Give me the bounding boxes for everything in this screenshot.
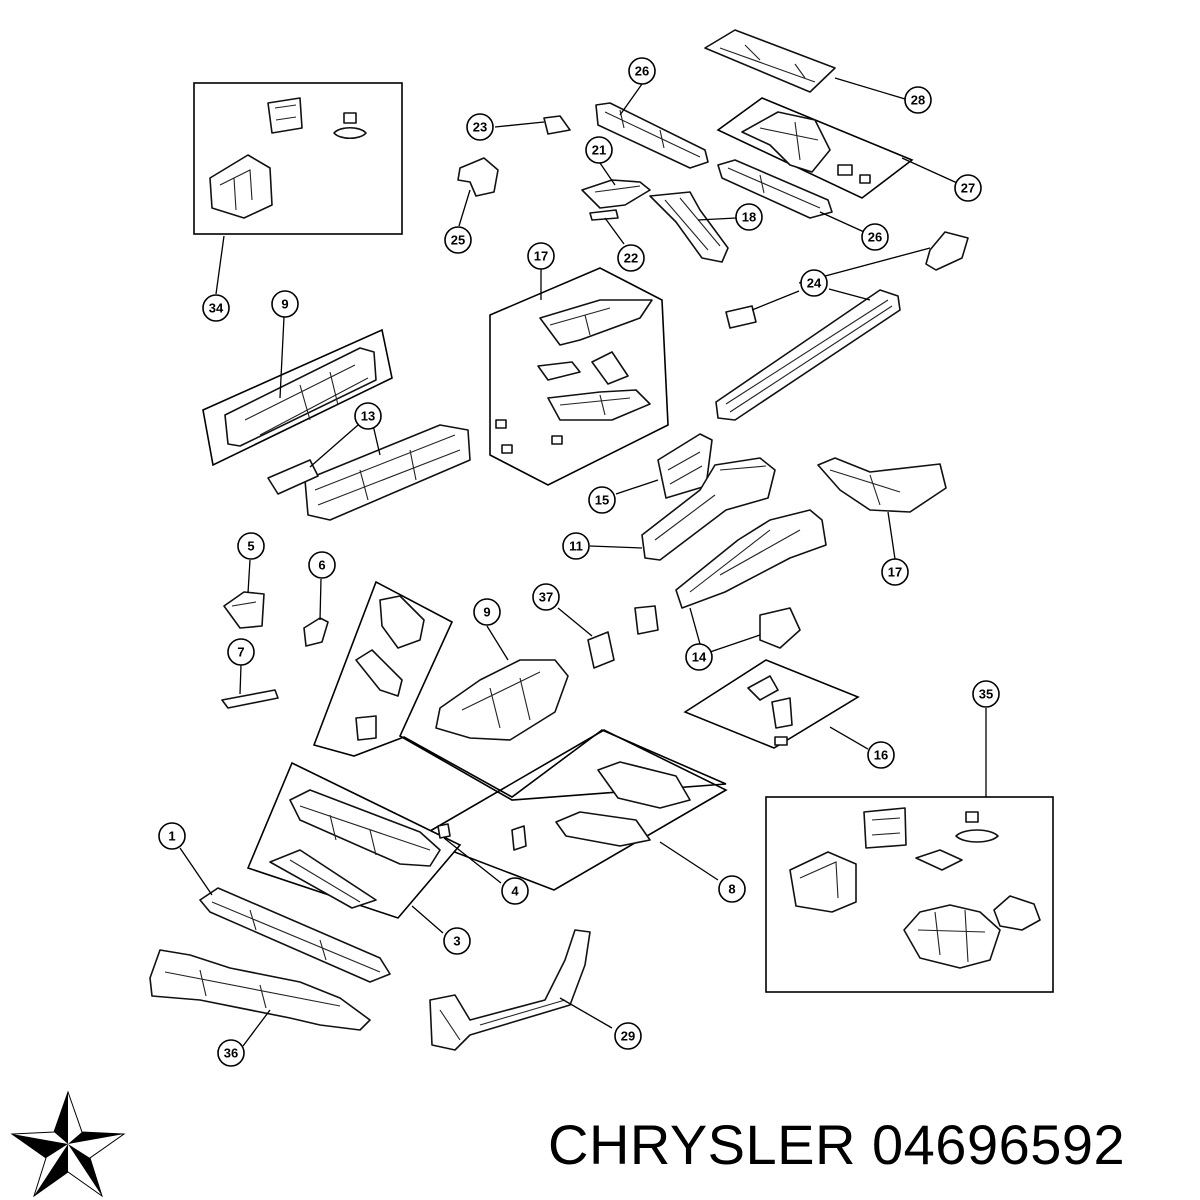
callout-5: 5	[237, 532, 265, 560]
inset-box-16	[683, 659, 860, 749]
svg-text:14: 14	[692, 650, 707, 665]
svg-text:28: 28	[911, 93, 925, 108]
parts-bottom-left	[149, 887, 391, 1031]
svg-text:25: 25	[451, 233, 465, 248]
svg-text:16: 16	[874, 748, 888, 763]
inset-frame-9	[312, 580, 727, 801]
part-24-rail	[715, 231, 969, 421]
part-13	[267, 424, 471, 521]
callout-27: 27	[954, 174, 982, 202]
inset-box-35	[765, 796, 1054, 993]
part-29	[429, 929, 591, 1051]
callout-6: 6	[308, 551, 336, 579]
svg-text:26: 26	[868, 230, 882, 245]
callout-21: 18	[735, 203, 763, 231]
callout-1: 1	[158, 822, 186, 850]
callout-17: 17	[881, 558, 909, 586]
inset-box-18	[489, 267, 669, 486]
svg-text:21: 21	[592, 143, 606, 158]
callout-25: 25	[444, 226, 472, 254]
inset-box-34	[193, 82, 403, 235]
part-11-upper	[202, 328, 393, 467]
callout-16: 16	[867, 741, 895, 769]
svg-text:9: 9	[483, 605, 490, 620]
svg-text:15: 15	[595, 493, 609, 508]
svg-text:9: 9	[281, 297, 288, 312]
callout-11-upper: 9	[271, 290, 299, 318]
svg-text:23: 23	[473, 120, 487, 135]
callout-15: 15	[588, 486, 616, 514]
parts-top-right	[704, 29, 914, 219]
callout-36: 36	[217, 1039, 245, 1067]
callout-13: 13	[354, 402, 382, 430]
callout-24-right: 24	[800, 269, 828, 297]
svg-text:26: 26	[635, 64, 649, 79]
callout-11-lower: 11	[562, 532, 590, 560]
parts-left-small	[221, 591, 329, 709]
svg-text:17: 17	[888, 565, 902, 580]
parts-top-center	[457, 102, 729, 263]
svg-text:17: 17	[534, 249, 548, 264]
svg-text:3: 3	[453, 934, 460, 949]
svg-text:6: 6	[318, 558, 325, 573]
svg-text:34: 34	[209, 301, 224, 316]
brand-part-number: CHRYSLER 04696592	[548, 1113, 1126, 1176]
callout-37: 37	[532, 583, 560, 611]
pentastar-logo-icon	[10, 1090, 126, 1198]
svg-text:8: 8	[728, 882, 735, 897]
callout-3: 3	[443, 927, 471, 955]
svg-text:22: 22	[624, 251, 638, 266]
svg-text:27: 27	[961, 181, 975, 196]
svg-text:13: 13	[361, 409, 375, 424]
callout-23: 22	[617, 244, 645, 272]
parts-right-middle	[634, 433, 947, 649]
callout-35: 35	[972, 680, 1000, 708]
svg-text:36: 36	[224, 1046, 238, 1061]
inset-box-8	[416, 729, 728, 891]
svg-text:5: 5	[247, 539, 254, 554]
callout-4: 4	[501, 877, 529, 905]
callout-8: 8	[718, 875, 746, 903]
callout-28: 28	[904, 86, 932, 114]
leader-lines	[179, 77, 987, 1047]
svg-text:18: 18	[742, 210, 756, 225]
callout-18: 17	[527, 242, 555, 270]
svg-text:4: 4	[511, 884, 519, 899]
callout-7: 7	[227, 638, 255, 666]
callout-22: 21	[585, 136, 613, 164]
svg-text:35: 35	[979, 687, 993, 702]
svg-text:11: 11	[569, 539, 583, 554]
svg-text:7: 7	[237, 645, 244, 660]
callout-26-top: 26	[628, 57, 656, 85]
callout-34: 34	[202, 294, 230, 322]
inset-box-3	[246, 761, 462, 919]
svg-text:1: 1	[168, 829, 175, 844]
callout-24-top: 23	[466, 113, 494, 141]
callout-29: 29	[614, 1022, 642, 1050]
svg-text:37: 37	[539, 590, 553, 605]
callout-26-right: 26	[861, 223, 889, 251]
svg-text:24: 24	[807, 276, 822, 291]
callout-9: 9	[473, 598, 501, 626]
callout-14: 14	[685, 643, 713, 671]
svg-text:29: 29	[621, 1029, 635, 1044]
